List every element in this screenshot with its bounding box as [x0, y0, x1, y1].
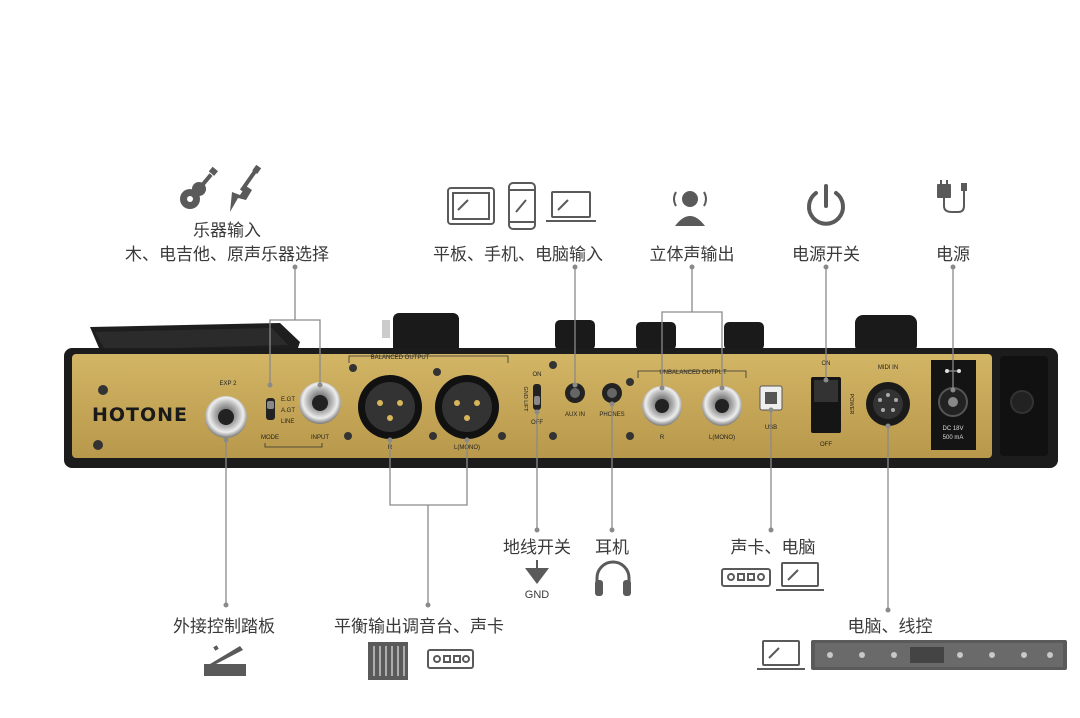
label-balanced-out: 平衡输出调音台、声卡 [334, 617, 504, 637]
headphones-icon [595, 560, 631, 596]
mode-line-label: LINE [281, 419, 294, 425]
laptop-icon-3 [757, 640, 805, 670]
xlr-left-jack[interactable] [435, 375, 499, 439]
label-headphones: 耳机 [595, 538, 629, 558]
exp2-label: EXP 2 [220, 381, 238, 387]
aux-in-label: AUX IN [565, 412, 585, 418]
unbal-l-label: L(MONO) [709, 435, 735, 441]
label-instrument-select: 木、电吉他、原声乐器选择 [125, 245, 329, 265]
label-gnd: GND [525, 589, 550, 601]
power-adapter-icon [937, 180, 967, 213]
label-stereo-output: 立体声输出 [650, 245, 735, 265]
laptop-icon-2 [776, 562, 824, 591]
label-soundcard-pc: 声卡、电脑 [731, 538, 816, 558]
power-off-label: OFF [820, 442, 832, 448]
expression-pedal-icon [204, 645, 246, 676]
acoustic-guitar-icon [180, 166, 218, 209]
floor-controller-icon [811, 640, 1067, 670]
electric-guitar-icon [230, 164, 262, 212]
gnd-on-label: ON [533, 372, 542, 378]
midi-in-label: MIDI IN [878, 365, 898, 371]
label-pc-controller: 电脑、线控 [848, 617, 933, 637]
dc-line1-label: DC 18V [942, 426, 963, 432]
mode-label: MODE [261, 435, 279, 441]
tablet-icon [447, 187, 495, 225]
phone-icon [508, 182, 536, 230]
sound-card-icon-2 [721, 568, 771, 587]
power-label: POWER [848, 394, 854, 415]
label-instrument-input: 乐器输入 [193, 221, 261, 241]
unbalanced-output-label: UNBALANCED OUTPUT [659, 370, 727, 376]
brand-logo: HOTONE [92, 404, 188, 426]
unbal-r-label: R [660, 435, 665, 441]
sound-card-icon [427, 649, 474, 669]
ground-icon [525, 560, 549, 584]
power-icon [807, 184, 845, 226]
connector-lines [225, 267, 954, 610]
dc-line2-label: 500 mA [943, 435, 964, 441]
mixer-icon [368, 642, 408, 680]
mode-egt-label: E.GT [281, 397, 295, 403]
mode-agt-label: A.GT [281, 408, 295, 414]
input-label: INPUT [311, 435, 329, 441]
balanced-output-label: BALANCED OUTPUT [371, 355, 430, 361]
label-power-supply: 电源 [936, 245, 970, 265]
label-exp-pedal: 外接控制踏板 [173, 617, 275, 637]
label-power-switch: 电源开关 [792, 245, 860, 265]
laptop-icon [546, 191, 596, 222]
gnd-lift-label: GND LIFT [522, 386, 528, 412]
speaking-person-icon [673, 191, 707, 226]
xlr-right-jack[interactable] [358, 375, 422, 439]
connector-dots [223, 264, 956, 613]
device-rear-panel: HOTONE EXP 2 E.GT A.GT LINE MODE INPUT B… [64, 313, 1058, 468]
label-ground-switch: 地线开关 [503, 538, 571, 558]
label-aux-input: 平板、手机、电脑输入 [433, 245, 603, 265]
